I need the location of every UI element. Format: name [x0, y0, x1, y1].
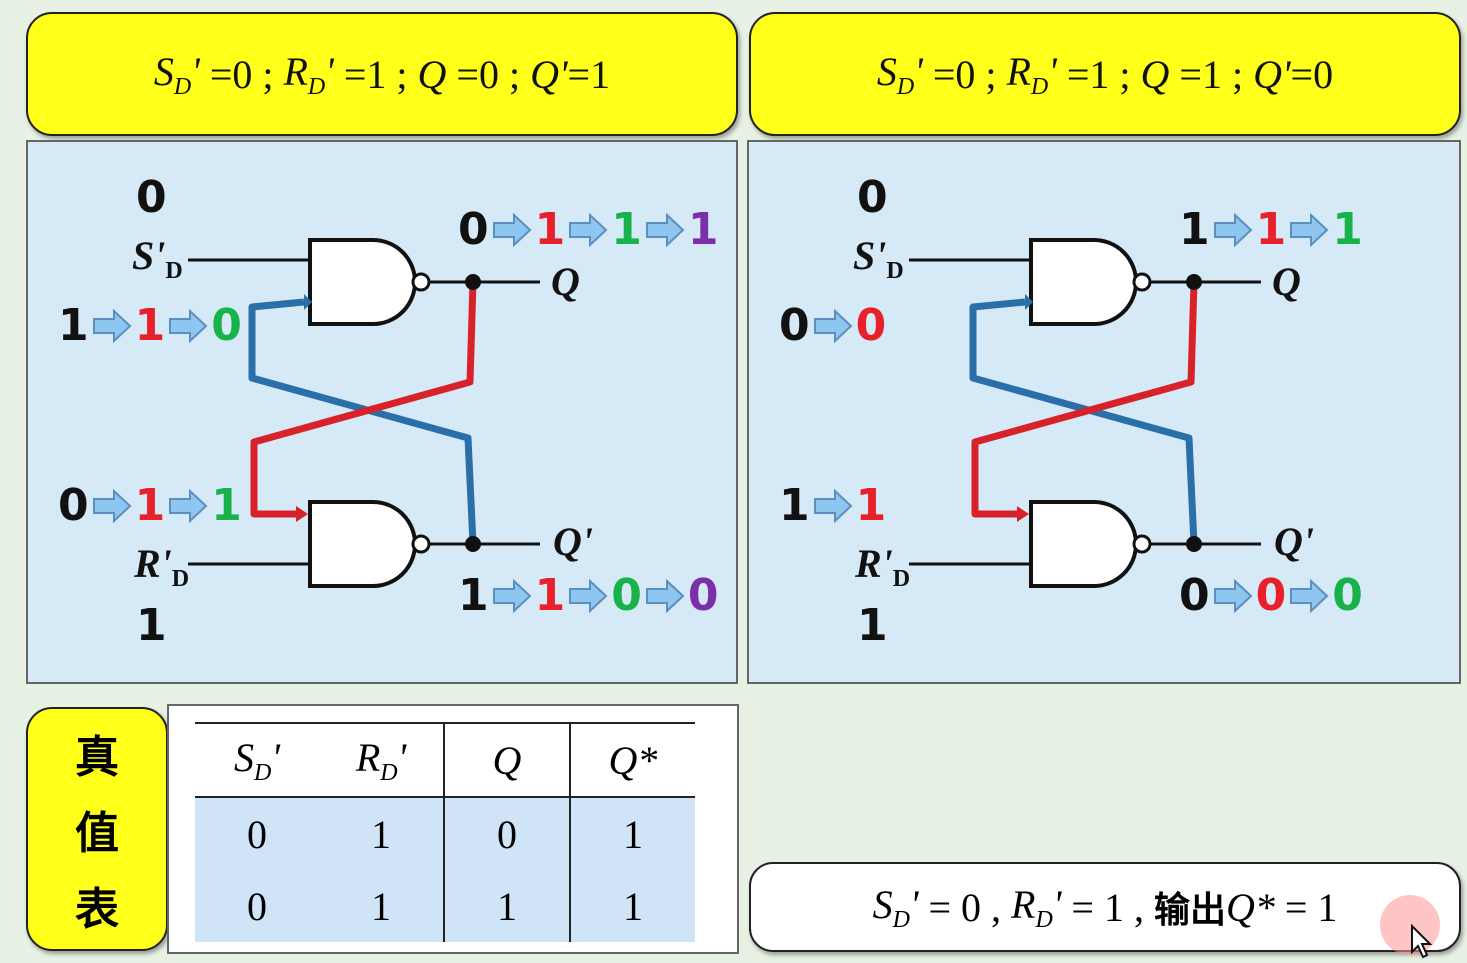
step-arrow-icon [645, 213, 685, 247]
header-qstar: Q* [570, 722, 695, 798]
step-value: 1 [134, 300, 166, 351]
left-latch-diagram [188, 238, 540, 588]
step-arrow-icon [645, 579, 685, 613]
left-state-header-text: SD' =0 ; RD' =1 ; Q =0 ; Q'=1 [153, 48, 611, 100]
right-s-feedback-sequence: 0 0 [779, 304, 886, 348]
step-arrow-icon [169, 309, 208, 343]
right-s-label: S'D [853, 233, 904, 284]
right-r-feedback-sequence: 1 1 [779, 484, 886, 528]
step-arrow-icon [92, 489, 132, 523]
table-cell: 1 [319, 870, 445, 942]
sd-symbol: SD' [153, 48, 200, 100]
left-state-header: SD' =0 ; RD' =1 ; Q =0 ; Q'=1 [26, 12, 738, 136]
step-value: 0 [211, 300, 242, 351]
step-value: 1 [58, 300, 89, 351]
right-r-bottom-value: 1 [857, 600, 888, 651]
table-header-row: SD' RD' Q Q* [195, 722, 695, 798]
step-value: 1 [1179, 204, 1210, 255]
step-value: 1 [1255, 204, 1287, 255]
step-arrow-icon [813, 489, 853, 523]
step-value: 0 [1255, 570, 1287, 621]
step-value: 0 [58, 480, 89, 531]
mouse-pointer-icon [1411, 924, 1433, 959]
header-rd: RD' [319, 722, 445, 798]
header-q: Q [444, 722, 571, 798]
truth-table-label: 真 值 表 [26, 707, 168, 951]
step-value: 0 [779, 300, 810, 351]
left-s-top-value: 0 [136, 172, 167, 223]
table-cell: 0 [195, 870, 319, 942]
step-value: 1 [134, 480, 166, 531]
step-value: 1 [611, 204, 642, 255]
left-s-feedback-sequence: 1 1 0 [58, 304, 242, 348]
rd-symbol: RD' [283, 48, 334, 100]
left-r-feedback-sequence: 0 1 1 [58, 484, 242, 528]
step-value: 0 [1179, 570, 1210, 621]
left-qn-label: Q' [553, 519, 593, 564]
left-qn-sequence: 1 1 0 0 [458, 574, 719, 618]
right-r-label: R'D [855, 541, 911, 592]
step-arrow-icon [169, 489, 208, 523]
upper-nand-gate [308, 238, 417, 326]
truth-table-label-char: 值 [75, 808, 119, 859]
truth-table-label-char: 真 [75, 732, 119, 783]
step-value: 1 [211, 480, 242, 531]
step-arrow-icon [569, 579, 608, 613]
right-circuit-panel: 0 S'D R'D 1 Q Q' 0 0 1 1 1 1 1 0 0 0 [747, 140, 1461, 684]
table-cell: 1 [444, 870, 571, 942]
table-cell: 1 [319, 797, 445, 870]
step-value: 1 [855, 480, 887, 531]
table-cell: 1 [570, 797, 695, 870]
left-q-label: Q [551, 259, 580, 304]
table-cell: 0 [444, 797, 571, 870]
step-arrow-icon [492, 213, 532, 247]
step-value: 0 [611, 570, 642, 621]
step-value: 1 [1332, 204, 1363, 255]
lower-nand-gate [1029, 500, 1138, 588]
truth-table-box: SD' RD' Q Q* 0 1 0 1 0 1 1 1 [167, 704, 739, 954]
table-row: 0 1 0 1 [195, 797, 695, 870]
table-cell: 0 [195, 797, 319, 870]
left-circuit-panel: 0 S'D R'D 1 Q Q' 1 1 0 0 1 1 0 1 1 1 1 1… [26, 140, 738, 684]
step-arrow-icon [492, 579, 532, 613]
truth-table-label-char: 表 [75, 884, 119, 935]
step-value: 1 [534, 570, 566, 621]
table-cell: 1 [570, 870, 695, 942]
step-value: 1 [779, 480, 810, 531]
step-arrow-icon [1213, 213, 1253, 247]
table-row: 0 1 1 1 [195, 870, 695, 942]
step-value: 0 [1332, 570, 1363, 621]
step-value: 1 [687, 204, 719, 255]
right-latch-diagram [909, 238, 1261, 588]
left-s-label: S'D [132, 233, 183, 284]
step-value: 1 [534, 204, 566, 255]
step-arrow-icon [1213, 579, 1253, 613]
step-arrow-icon [1290, 213, 1329, 247]
upper-nand-gate [1029, 238, 1138, 326]
right-q-sequence: 1 1 1 [1179, 208, 1363, 252]
left-r-bottom-value: 1 [136, 600, 167, 651]
right-state-header-text: SD' =0 ; RD' =1 ; Q =1 ; Q'=0 [876, 48, 1334, 100]
step-value: 0 [855, 300, 887, 351]
right-s-top-value: 0 [857, 172, 888, 223]
right-q-label: Q [1272, 259, 1301, 304]
right-qn-label: Q' [1274, 519, 1314, 564]
step-arrow-icon [1290, 579, 1329, 613]
left-q-sequence: 0 1 1 1 [458, 208, 719, 252]
step-arrow-icon [92, 309, 132, 343]
step-value: 0 [687, 570, 719, 621]
step-value: 0 [458, 204, 489, 255]
step-arrow-icon [813, 309, 853, 343]
truth-table: SD' RD' Q Q* 0 1 0 1 0 1 1 1 [195, 722, 695, 942]
right-state-header: SD' =0 ; RD' =1 ; Q =1 ; Q'=0 [749, 12, 1461, 136]
step-value: 1 [458, 570, 489, 621]
right-qn-sequence: 0 0 0 [1179, 574, 1363, 618]
step-arrow-icon [569, 213, 608, 247]
lower-nand-gate [308, 500, 417, 588]
left-r-label: R'D [134, 541, 190, 592]
result-box: SD' = 0 , RD' = 1 , 输出 Q* = 1 [749, 862, 1461, 952]
header-sd: SD' [195, 722, 319, 798]
